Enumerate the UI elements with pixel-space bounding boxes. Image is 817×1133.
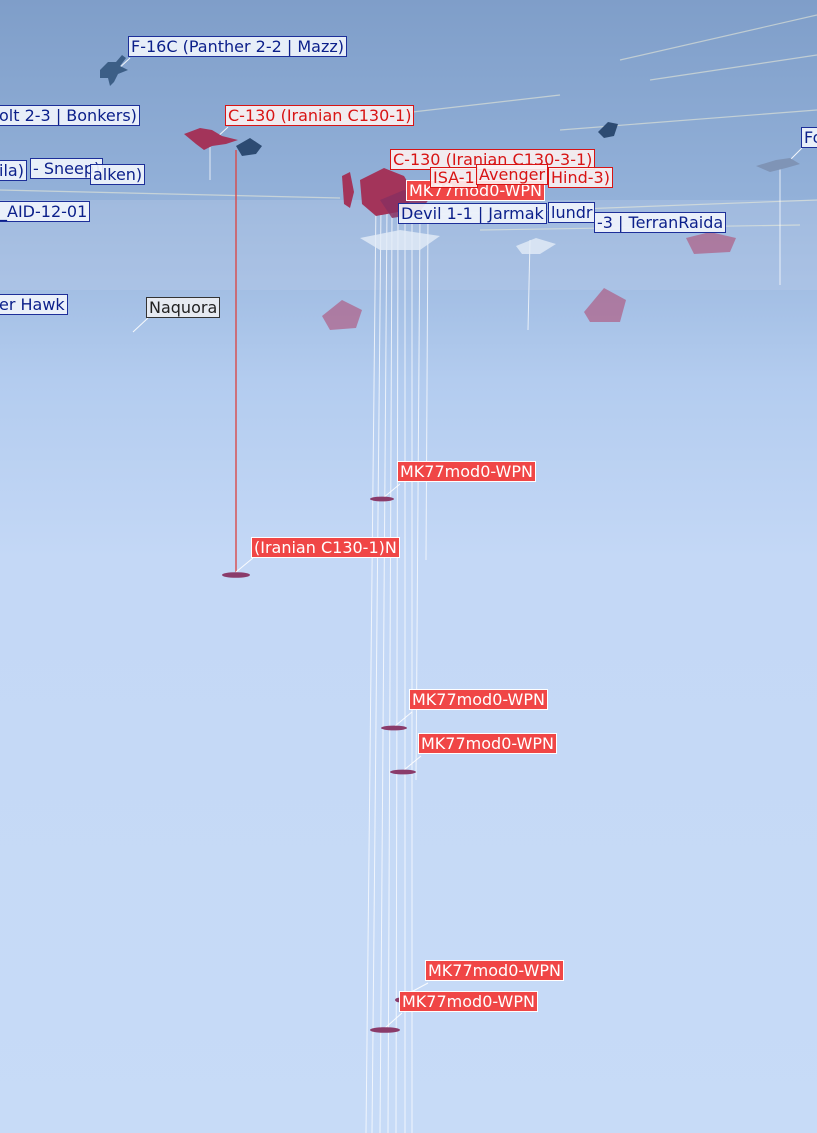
label-avenger[interactable]: Avenger — [476, 164, 549, 185]
label-devil-jarmak[interactable]: Devil 1-1 | Jarmak — [398, 203, 547, 224]
label-mk77-3[interactable]: MK77mod0-WPN — [418, 733, 557, 754]
label-aid-12-01[interactable]: _AID-12-01 — [0, 201, 91, 222]
label-left-ila[interactable]: ila) — [0, 160, 27, 181]
label-mk77-2[interactable]: MK77mod0-WPN — [409, 689, 548, 710]
ground-units-models — [322, 232, 736, 330]
label-f16c-panther[interactable]: F-16C (Panther 2-2 | Mazz) — [128, 36, 347, 57]
label-fo-right[interactable]: Fo — [801, 127, 817, 148]
c130-escort-model — [236, 138, 262, 156]
label-lundr[interactable]: lundr — [548, 202, 596, 223]
label-left-falken[interactable]: alken) — [90, 164, 146, 185]
label-iranian-c130-1-weapon[interactable]: (Iranian C130-1)N — [251, 537, 400, 558]
c130-aircraft-model — [184, 128, 238, 150]
friendly-jet-model — [598, 122, 618, 138]
label-bolt-bonkers[interactable]: olt 2-3 | Bonkers) — [0, 105, 140, 126]
label-hind-3[interactable]: Hind-3) — [548, 167, 613, 188]
label-terranraida[interactable]: -3 | TerranRaida — [594, 212, 727, 233]
label-isa-1[interactable]: ISA-1 — [430, 167, 478, 188]
f16-aircraft-model — [100, 55, 128, 86]
label-mk77-1[interactable]: MK77mod0-WPN — [397, 461, 536, 482]
label-naquora[interactable]: Naquora — [146, 297, 221, 318]
label-left-hawk[interactable]: er Hawk — [0, 294, 68, 315]
weapon-trails — [209, 135, 781, 1133]
label-mk77-4[interactable]: MK77mod0-WPN — [425, 960, 564, 981]
friendly-jet-right-model — [756, 158, 800, 172]
mk77-bomb-models — [222, 496, 416, 1033]
label-mk77-5[interactable]: MK77mod0-WPN — [399, 991, 538, 1012]
label-c130-iranian-1[interactable]: C-130 (Iranian C130-1) — [225, 105, 415, 126]
label-left-sneep[interactable]: - Sneep) — [30, 158, 104, 179]
